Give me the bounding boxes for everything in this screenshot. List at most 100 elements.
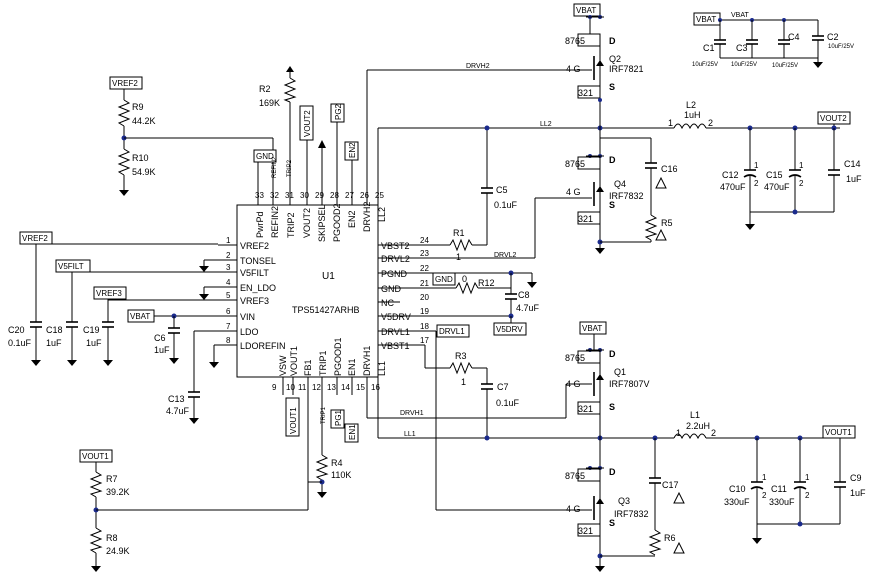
ground-symbol (67, 360, 77, 366)
wire-label: DRVH1 (400, 410, 424, 417)
pin-num: 21 (420, 279, 429, 288)
svg-text:Q1: Q1 (614, 367, 626, 377)
pin-num: 22 (420, 264, 429, 273)
svg-text:Q3: Q3 (618, 496, 630, 506)
svg-text:2: 2 (805, 491, 810, 500)
net-label-text: VOUT1 (289, 407, 298, 434)
ground-symbol (189, 418, 199, 424)
c18-value: 1uF (46, 338, 62, 348)
c5-ref: C5 (496, 185, 508, 195)
r10-value: 54.9K (132, 167, 156, 177)
svg-text:470uF: 470uF (720, 182, 746, 192)
ground-symbol (31, 360, 41, 366)
inductor-l2: 1 2 L2 1uH (668, 100, 840, 130)
c13-ref: C13 (168, 394, 185, 404)
resistor-r4 (315, 454, 329, 481)
r12-value: 0 (462, 274, 467, 284)
mosfet-q2: VBAT 8765 D 4 G Q2 IRF7821 321 S (565, 3, 644, 128)
svg-text:C2: C2 (827, 32, 839, 42)
svg-text:1: 1 (676, 428, 681, 438)
resistor-r12 (455, 281, 479, 295)
ground-symbol (813, 62, 823, 68)
wire-label: TRIP1 (321, 406, 327, 424)
svg-text:8765: 8765 (565, 36, 585, 46)
net-label-text: EN1 (348, 424, 357, 440)
net-label-pg1 (330, 409, 345, 429)
mosfet-q4: 8765 D 4 G Q4 IRF7832 321 S (565, 128, 644, 254)
r3-value: 1 (461, 377, 466, 387)
svg-text:1uH: 1uH (684, 110, 701, 120)
pin-num: 19 (420, 307, 429, 316)
pin-name: SKIPSEL (317, 204, 327, 242)
chip-bottom-pins: 9 10 11 12 13 14 15 16 VSW VOUT1 FB1 TRI… (272, 337, 387, 482)
net-label-text: VREF2 (22, 234, 48, 243)
pin-name: LL2 (377, 207, 387, 222)
net-label-text: VREF2 (112, 79, 138, 88)
pin-num: 4 (226, 278, 231, 287)
pin-name: NC (381, 298, 394, 308)
pin-num: 23 (420, 249, 429, 258)
r3-ref: R3 (455, 351, 467, 361)
r8-value: 24.9K (106, 546, 130, 556)
mosfet-q3: 8765 D 4 G Q3 IRF7832 321 S (565, 438, 649, 572)
net-label-vbat-q1 (579, 321, 607, 335)
svg-text:321: 321 (578, 88, 593, 98)
net-label-text: DRVL1 (439, 327, 465, 336)
pin-name: REFIN2 (270, 206, 280, 238)
svg-text:IRF7832: IRF7832 (609, 191, 644, 201)
pin-name: DRVL2 (381, 254, 410, 264)
pin-name: GND (381, 284, 402, 294)
pin-name: FB1 (303, 359, 313, 376)
svg-text:S: S (609, 200, 615, 210)
r4-ref: R4 (331, 458, 343, 468)
pin-num: 27 (345, 191, 354, 200)
svg-text:4 G: 4 G (566, 187, 581, 197)
svg-text:10uF/25V: 10uF/25V (828, 44, 854, 50)
r7-value: 39.2K (106, 487, 130, 497)
wire-label: REFIN2 (272, 156, 278, 178)
svg-text:C14: C14 (844, 159, 861, 169)
pin-num: 25 (375, 191, 384, 200)
wire-label: DRVH2 (466, 63, 490, 70)
pin-name: EN1 (347, 358, 357, 376)
c6-ref: C6 (154, 333, 166, 343)
c19-ref: C19 (83, 325, 100, 335)
net-label-en2 (344, 141, 359, 161)
svg-text:330uF: 330uF (769, 497, 795, 507)
pin-num: 13 (327, 383, 336, 392)
svg-text:10uF/25V: 10uF/25V (772, 63, 798, 69)
pin-num: 18 (420, 322, 429, 331)
pin-num: 8 (226, 336, 231, 345)
svg-text:4 G: 4 G (566, 64, 581, 74)
c18-ref: C18 (46, 325, 63, 335)
net-label-text: VBAT (130, 312, 150, 321)
net-label-v5filt (55, 259, 91, 273)
net-label-text: VBAT (696, 15, 716, 24)
c8-ref: C8 (518, 290, 530, 300)
pin-num: 11 (298, 383, 307, 392)
r10-ref: R10 (132, 153, 149, 163)
pin-num: 7 (226, 322, 231, 331)
net-label-drvl1 (436, 324, 470, 338)
pin-num: 29 (315, 191, 324, 200)
pin-num: 1 (226, 236, 231, 245)
pin-name: LDO (240, 327, 259, 337)
net-label-text: VOUT2 (820, 114, 847, 123)
ground-symbol (527, 282, 537, 288)
r12-ref: R12 (478, 278, 495, 288)
c7-value: 0.1uF (496, 398, 520, 408)
pin-name: EN_LDO (240, 283, 276, 293)
ground-symbol (199, 294, 209, 300)
svg-text:C10: C10 (729, 484, 746, 494)
r4-value: 110K (331, 470, 351, 480)
svg-text:4 G: 4 G (566, 379, 581, 389)
pin-num: 12 (312, 383, 321, 392)
pin-num: 2 (226, 251, 231, 260)
resistor-r3 (449, 361, 473, 375)
warning-icon (655, 176, 667, 189)
pin-name: VREF3 (240, 296, 269, 306)
svg-text:Q2: Q2 (609, 54, 621, 64)
svg-text:2: 2 (754, 179, 759, 188)
